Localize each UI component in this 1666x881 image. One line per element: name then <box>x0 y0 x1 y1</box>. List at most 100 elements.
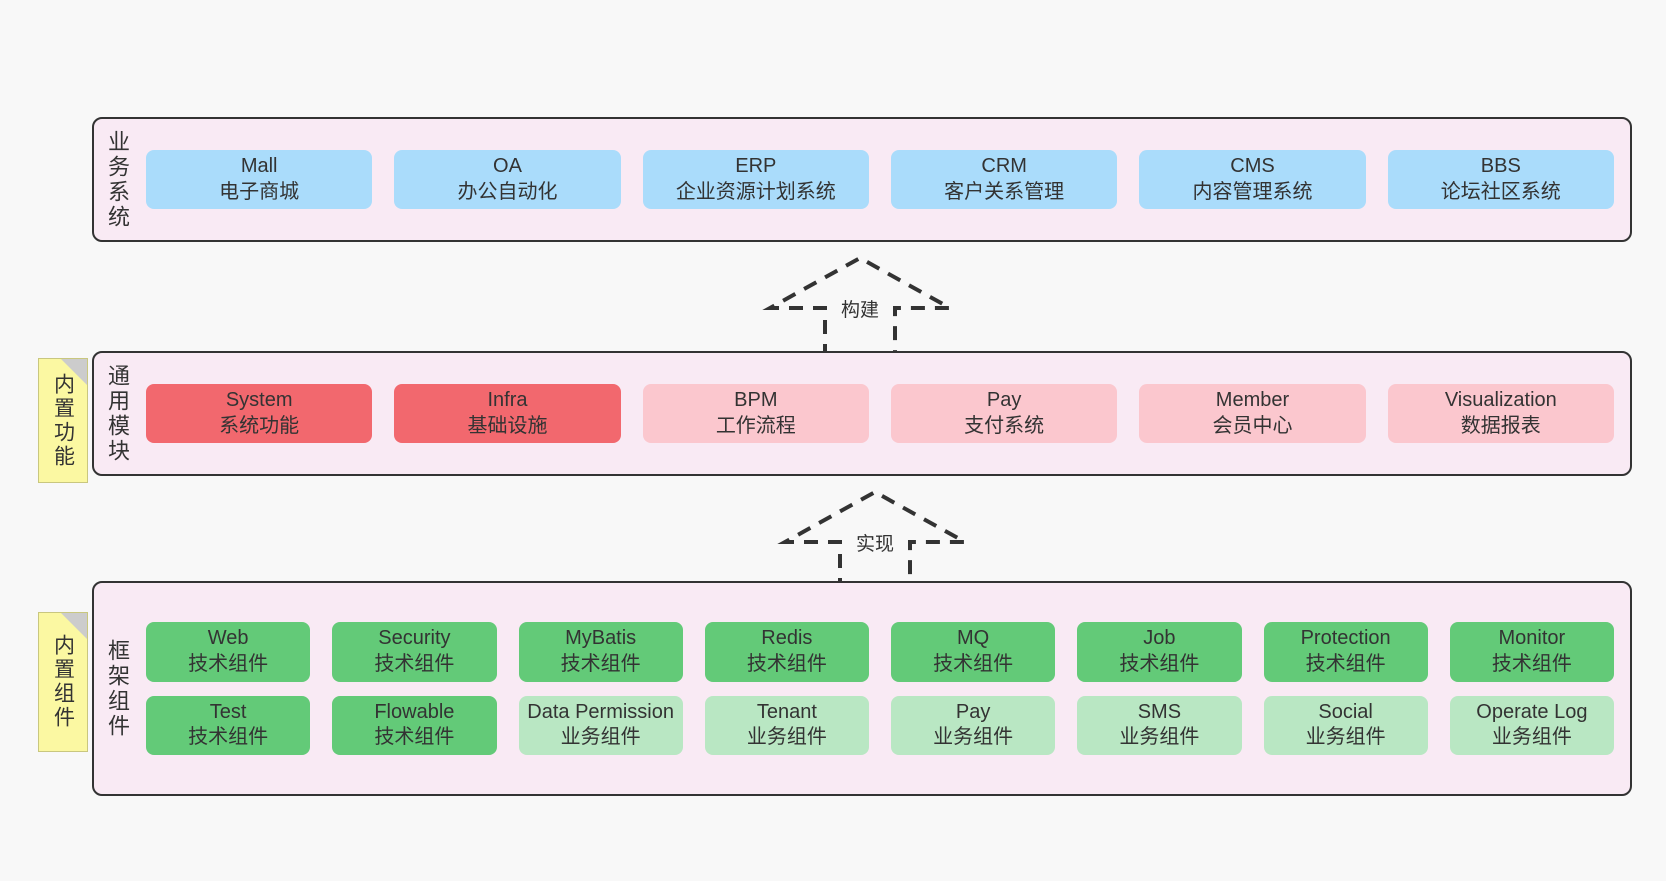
card-title: SMS <box>1137 700 1182 723</box>
card-web[interactable]: Web 技术组件 <box>146 622 311 682</box>
card-subtitle: 数据报表 <box>1460 414 1541 437</box>
card-subtitle: 企业资源计划系统 <box>675 180 836 203</box>
card-redis[interactable]: Redis 技术组件 <box>704 622 869 682</box>
note-fold-icon <box>61 613 87 639</box>
card-subtitle: 业务组件 <box>1305 726 1386 749</box>
layer-framework-components: 框架组件 Web 技术组件 Security 技术组件 MyBatis 技术组件… <box>92 581 1632 796</box>
card-mq[interactable]: MQ 技术组件 <box>891 622 1056 682</box>
card-visualization[interactable]: Visualization 数据报表 <box>1387 383 1614 444</box>
card-title: BPM <box>734 388 778 411</box>
connector-label-implement: 实现 <box>855 534 895 555</box>
card-title: Monitor <box>1498 627 1566 650</box>
card-title: Test <box>209 700 247 723</box>
common-modules-row: System 系统功能 Infra 基础设施 BPM 工作流程 Pay 支付系统… <box>146 383 1614 444</box>
card-title: Member <box>1215 388 1290 411</box>
card-subtitle: 业务组件 <box>746 726 827 749</box>
card-tenant[interactable]: Tenant 业务组件 <box>704 695 869 755</box>
card-subtitle: 业务组件 <box>560 726 641 749</box>
card-title: Social <box>1318 700 1373 723</box>
card-sms[interactable]: SMS 业务组件 <box>1077 695 1242 755</box>
card-subtitle: 技术组件 <box>1119 652 1200 675</box>
card-monitor[interactable]: Monitor 技术组件 <box>1449 622 1614 682</box>
card-subtitle: 工作流程 <box>715 414 796 437</box>
card-title: CMS <box>1230 154 1275 177</box>
connector-label-build: 构建 <box>840 300 880 321</box>
card-subtitle: 技术组件 <box>188 726 269 749</box>
card-title: OA <box>493 154 522 177</box>
card-subtitle: 客户关系管理 <box>944 180 1065 203</box>
card-bpm[interactable]: BPM 工作流程 <box>642 383 869 444</box>
card-title: Security <box>378 627 451 650</box>
note-fold-icon <box>61 359 87 385</box>
card-security[interactable]: Security 技术组件 <box>332 622 497 682</box>
generalization-arrow-icon <box>777 489 973 592</box>
card-title: Visualization <box>1444 388 1557 411</box>
card-test[interactable]: Test 技术组件 <box>146 695 311 755</box>
card-social[interactable]: Social 业务组件 <box>1263 695 1428 755</box>
framework-business-row: Test 技术组件 Flowable 技术组件 Data Permission … <box>146 695 1614 755</box>
card-title: System <box>225 388 293 411</box>
card-data-permission[interactable]: Data Permission 业务组件 <box>518 695 683 755</box>
connector-implement: 实现 <box>775 487 975 597</box>
card-subtitle: 技术组件 <box>560 652 641 675</box>
card-mall[interactable]: Mall 电子商城 <box>146 149 373 210</box>
card-pay-component[interactable]: Pay 业务组件 <box>891 695 1056 755</box>
generalization-arrow-icon <box>762 255 958 358</box>
layer-title-common-modules: 通用模块 <box>105 363 130 464</box>
card-subtitle: 业务组件 <box>1491 726 1572 749</box>
card-title: Operate Log <box>1476 700 1588 723</box>
card-subtitle: 技术组件 <box>746 652 827 675</box>
layer-body-common-modules: System 系统功能 Infra 基础设施 BPM 工作流程 Pay 支付系统… <box>140 353 1630 474</box>
card-title: Pay <box>955 700 991 723</box>
card-flowable[interactable]: Flowable 技术组件 <box>332 695 497 755</box>
card-title: Mall <box>240 154 278 177</box>
card-cms[interactable]: CMS 内容管理系统 <box>1139 149 1366 210</box>
layer-body-business-systems: Mall 电子商城 OA 办公自动化 ERP 企业资源计划系统 CRM 客户关系… <box>140 119 1630 240</box>
card-title: Infra <box>487 388 528 411</box>
card-mybatis[interactable]: MyBatis 技术组件 <box>518 622 683 682</box>
framework-tech-row: Web 技术组件 Security 技术组件 MyBatis 技术组件 Redi… <box>146 622 1614 682</box>
card-crm[interactable]: CRM 客户关系管理 <box>890 149 1118 210</box>
card-subtitle: 技术组件 <box>374 652 455 675</box>
card-title: ERP <box>735 154 777 177</box>
card-title: Protection <box>1300 627 1391 650</box>
card-title: MyBatis <box>565 627 637 650</box>
card-title: Web <box>207 627 249 650</box>
note-label: 内置功能 <box>51 372 75 469</box>
card-title: Pay <box>986 388 1022 411</box>
card-oa[interactable]: OA 办公自动化 <box>394 149 621 210</box>
card-subtitle: 技术组件 <box>374 726 455 749</box>
layer-common-modules: 通用模块 System 系统功能 Infra 基础设施 BPM 工作流程 Pay… <box>92 351 1632 476</box>
card-pay-module[interactable]: Pay 支付系统 <box>890 383 1118 444</box>
card-title: Redis <box>761 627 813 650</box>
card-subtitle: 技术组件 <box>1491 652 1572 675</box>
card-member[interactable]: Member 会员中心 <box>1139 383 1366 444</box>
card-subtitle: 技术组件 <box>1305 652 1386 675</box>
card-subtitle: 基础设施 <box>467 414 548 437</box>
card-subtitle: 支付系统 <box>964 414 1045 437</box>
layer-title-business-systems: 业务系统 <box>105 129 130 230</box>
card-title: Tenant <box>756 700 817 723</box>
card-operate-log[interactable]: Operate Log 业务组件 <box>1449 695 1614 755</box>
card-system[interactable]: System 系统功能 <box>146 383 373 444</box>
business-systems-row: Mall 电子商城 OA 办公自动化 ERP 企业资源计划系统 CRM 客户关系… <box>146 149 1614 210</box>
card-protection[interactable]: Protection 技术组件 <box>1263 622 1428 682</box>
card-infra[interactable]: Infra 基础设施 <box>394 383 621 444</box>
card-subtitle: 技术组件 <box>933 652 1014 675</box>
note-label: 内置组件 <box>51 634 75 730</box>
card-title: BBS <box>1480 154 1521 177</box>
note-builtin-components: 内置组件 <box>38 612 88 752</box>
card-subtitle: 技术组件 <box>188 652 269 675</box>
card-subtitle: 业务组件 <box>1119 726 1200 749</box>
card-subtitle: 系统功能 <box>219 414 300 437</box>
card-subtitle: 论坛社区系统 <box>1440 180 1561 203</box>
card-job[interactable]: Job 技术组件 <box>1077 622 1242 682</box>
card-title: MQ <box>957 627 990 650</box>
card-bbs[interactable]: BBS 论坛社区系统 <box>1387 149 1614 210</box>
card-subtitle: 会员中心 <box>1212 414 1293 437</box>
card-title: Job <box>1143 627 1176 650</box>
card-erp[interactable]: ERP 企业资源计划系统 <box>642 149 869 210</box>
card-title: Data Permission <box>527 700 674 723</box>
layer-body-framework-components: Web 技术组件 Security 技术组件 MyBatis 技术组件 Redi… <box>140 583 1630 794</box>
